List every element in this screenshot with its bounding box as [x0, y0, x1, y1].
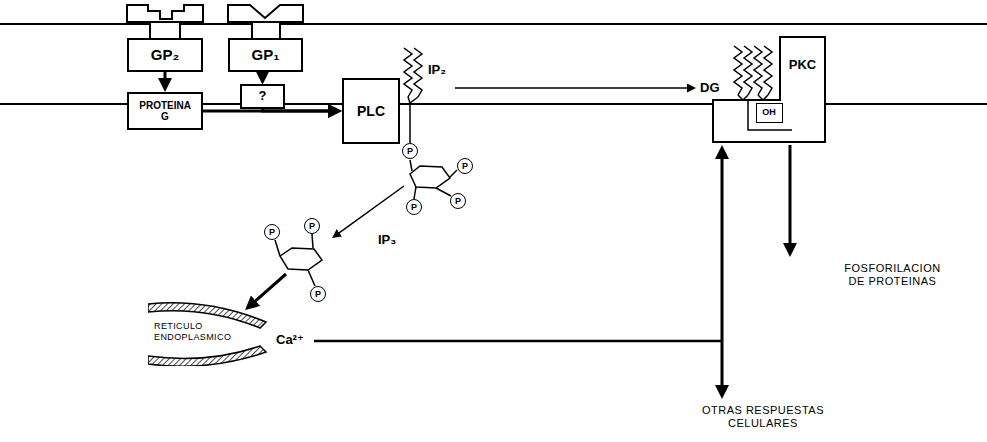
lipid-tail	[754, 46, 762, 95]
phosphate-bond	[414, 187, 416, 199]
receptor-box: GP₁	[228, 38, 303, 72]
node-text: OH	[762, 107, 776, 117]
label-holder: OTRAS RESPUESTAS CELULARES	[692, 404, 834, 430]
node-text: P	[455, 197, 461, 206]
phosphate-bond	[312, 234, 313, 248]
node-text: GP₂	[151, 46, 179, 63]
lipid-tail	[404, 48, 412, 97]
node-text: PLC	[357, 103, 385, 119]
node-text: P	[309, 222, 315, 231]
label-holder: FOSFORILACION DE PROTEINAS	[842, 262, 943, 288]
signal-arrow	[261, 72, 264, 78]
lipid-stalk	[408, 97, 410, 143]
node-text: P	[315, 290, 321, 299]
binding-arrow	[250, 274, 286, 305]
membrane-band	[148, 346, 266, 366]
g-protein-box: PROTEINA G	[127, 92, 203, 130]
kinase-outline	[712, 36, 826, 143]
node-text: P	[269, 228, 275, 237]
node-text: PKC	[780, 58, 825, 73]
kinase-body	[713, 37, 825, 142]
phosphate-bond	[275, 240, 280, 256]
node-text: PROTEINA G	[139, 100, 190, 123]
binding-pocket	[748, 100, 792, 130]
node-text: P	[411, 203, 417, 212]
molecule-label: IP₃	[378, 232, 396, 248]
lipid-tail	[744, 46, 752, 95]
phosphate-bond	[410, 160, 412, 171]
phosphate-circle: P	[304, 218, 320, 234]
signal-arrow	[164, 72, 167, 85]
ion-label: Ca²⁺	[276, 332, 304, 348]
reticulum-shape: RETICULO ENDOPLASMICO	[148, 300, 268, 366]
phosphate-circle: P	[406, 199, 422, 215]
phosphate-bond	[450, 170, 457, 177]
lipid-tail	[764, 46, 772, 95]
calcium-line	[314, 340, 723, 343]
node-text: P	[407, 147, 413, 156]
phosphate-circle: P	[310, 286, 326, 302]
phosphate-circle: P	[402, 143, 418, 159]
lipid-stalk	[410, 97, 418, 103]
lipid-tail	[734, 46, 742, 95]
receptor-neck	[150, 22, 180, 39]
label-holder: Ca²⁺	[276, 332, 304, 348]
inositol-ring	[410, 166, 450, 188]
hydroxyl-box: OH	[756, 103, 783, 123]
signal-arrow	[203, 110, 335, 113]
receptor-site	[228, 5, 303, 22]
inositol-ring	[280, 248, 322, 270]
node-text: P	[462, 162, 468, 171]
receptor-box: GP₂	[127, 38, 203, 72]
unknown-step-box: ?	[240, 84, 285, 109]
phosphate-bond	[308, 270, 315, 286]
kinase-shape: PKC OH	[712, 36, 826, 143]
phosphate-circle: P	[457, 158, 473, 174]
phosphate-bond	[436, 188, 451, 196]
molecule-label: IP₂	[428, 62, 446, 78]
node-text: ?	[259, 89, 267, 104]
phosphate-circle: P	[264, 224, 280, 240]
receptor-neck	[252, 22, 280, 39]
response-arrow	[789, 145, 792, 250]
label-holder: DG	[700, 80, 720, 96]
release-arrow	[336, 186, 404, 235]
signal-arrow	[263, 109, 336, 112]
molecule-label: DG	[700, 80, 720, 96]
response-arrow	[721, 152, 724, 392]
response-label: FOSFORILACION DE PROTEINAS	[842, 262, 943, 288]
node-text: RETICULO ENDOPLASMICO	[154, 321, 231, 343]
conversion-arrow	[455, 87, 692, 89]
label-holder: IP₂	[428, 62, 446, 78]
response-label: OTRAS RESPUESTAS CELULARES	[692, 404, 834, 430]
enzyme-box: PLC	[342, 78, 400, 144]
receptor-site	[127, 5, 203, 22]
phosphate-circle: P	[450, 193, 466, 209]
membrane-line	[0, 23, 987, 25]
label-holder: IP₃	[378, 232, 396, 248]
node-text: GP₁	[252, 46, 280, 63]
lipid-tail	[414, 48, 422, 97]
